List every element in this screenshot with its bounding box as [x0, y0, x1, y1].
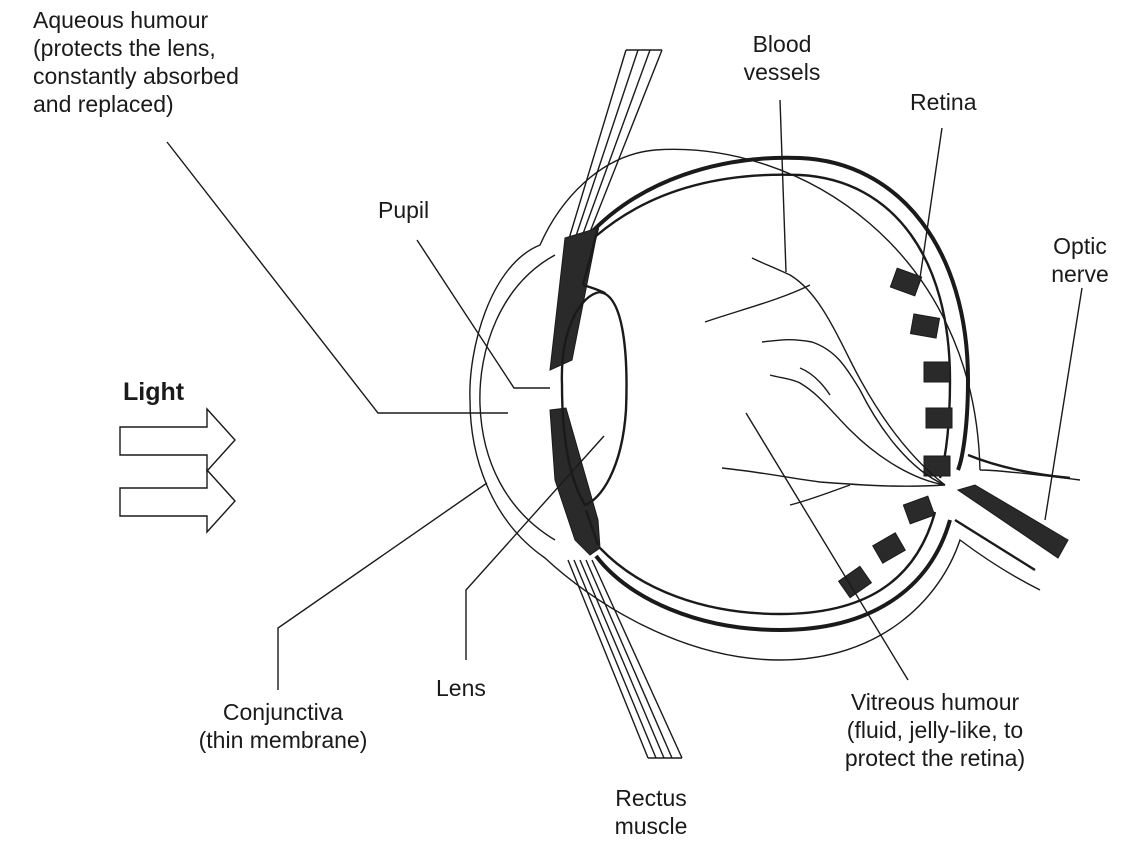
- leader-optic-nerve: [1045, 288, 1082, 520]
- label-conjunctiva: Conjunctiva (thin membrane): [188, 698, 378, 754]
- leader-blood-vessels: [780, 100, 786, 272]
- leader-pupil: [417, 240, 550, 388]
- label-blood-vessels: Blood vessels: [722, 30, 842, 86]
- label-optic-nerve: Optic nerve: [1040, 232, 1120, 288]
- label-retina: Retina: [910, 88, 976, 116]
- label-pupil: Pupil: [378, 196, 429, 224]
- label-light: Light: [123, 378, 184, 406]
- blood-vessels: [705, 258, 945, 505]
- light-arrow-lower: [120, 470, 235, 532]
- leader-conjunctiva: [278, 483, 487, 690]
- label-rectus-muscle: Rectus muscle: [596, 784, 706, 840]
- leader-retina: [920, 128, 942, 278]
- label-aqueous-humour: Aqueous humour (protects the lens, const…: [33, 6, 239, 118]
- light-arrows: [120, 409, 235, 532]
- rectus-muscle-lower: [568, 560, 682, 758]
- leader-lines: [167, 100, 1082, 690]
- label-vitreous-humour: Vitreous humour (fluid, jelly-like, to p…: [810, 688, 1060, 772]
- choroid-line: [588, 158, 968, 630]
- label-lens: Lens: [436, 674, 486, 702]
- light-arrow-upper: [120, 409, 235, 471]
- iris: [550, 228, 600, 555]
- leader-aqueous: [167, 142, 508, 413]
